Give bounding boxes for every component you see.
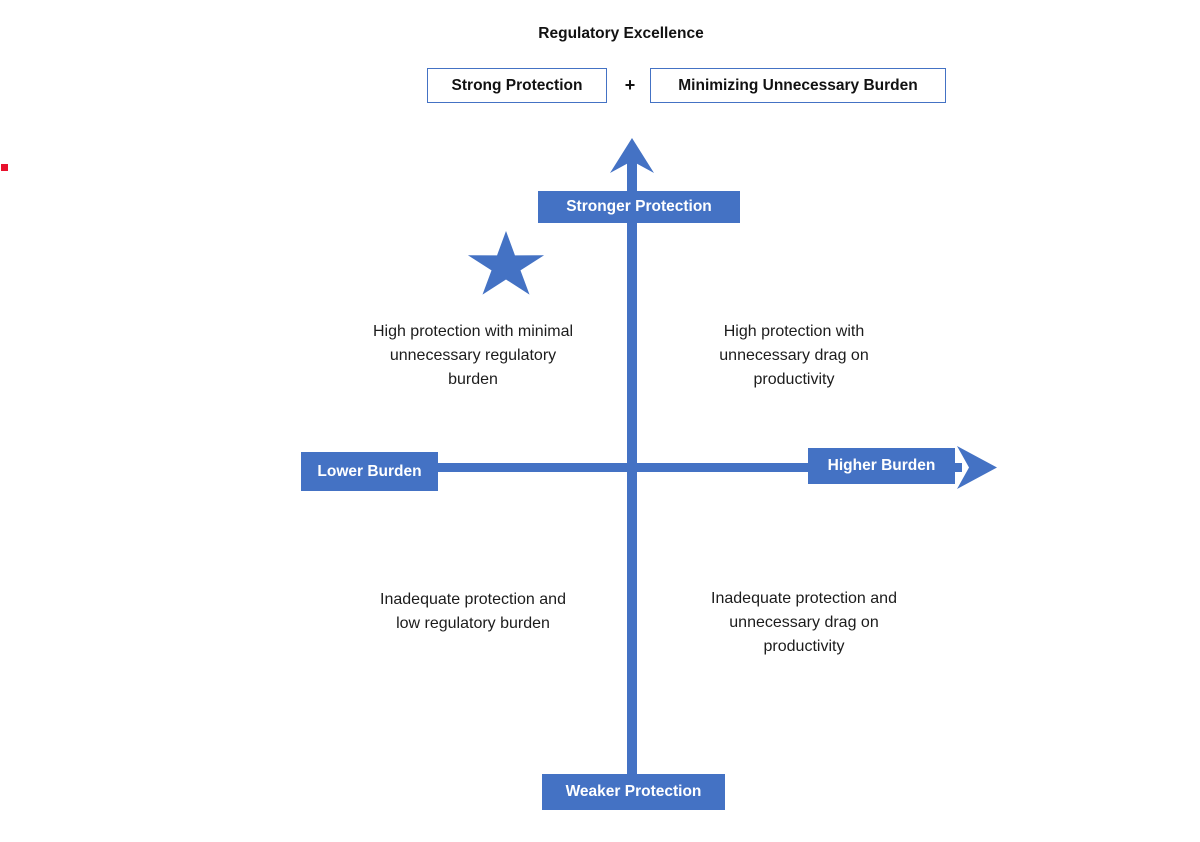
axis-label-lower-burden: Lower Burden	[301, 452, 438, 491]
strong-protection-box: Strong Protection	[427, 68, 607, 103]
axis-label-weaker-protection: Weaker Protection	[542, 774, 725, 810]
red-artifact-mark	[1, 164, 8, 171]
page-title: Regulatory Excellence	[538, 25, 704, 42]
quadrant-text-top-left: High protection with minimal unnecessary…	[372, 323, 574, 388]
plus-operator: +	[624, 75, 636, 95]
minimizing-burden-box: Minimizing Unnecessary Burden	[650, 68, 946, 103]
axis-label-stronger-protection: Stronger Protection	[538, 191, 740, 223]
quadrant-text-bottom-left: Inadequate protection and low regulatory…	[380, 591, 566, 632]
vertical-axis-line	[627, 150, 637, 775]
horizontal-axis-line	[430, 463, 962, 472]
minimizing-burden-label: Minimizing Unnecessary Burden	[678, 76, 918, 94]
right-arrowhead-icon	[957, 446, 997, 489]
strong-protection-label: Strong Protection	[451, 76, 583, 94]
star-icon	[467, 231, 545, 295]
axis-label-higher-burden: Higher Burden	[808, 448, 955, 484]
quadrant-text-bottom-right: Inadequate protection and unnecessary dr…	[711, 590, 897, 655]
quadrant-text-top-right: High protection with unnecessary drag on…	[719, 323, 869, 388]
